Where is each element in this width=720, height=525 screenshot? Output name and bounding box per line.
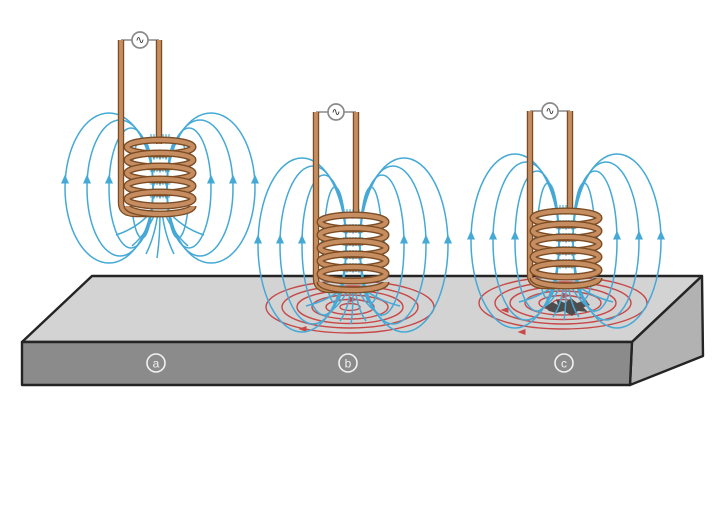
metal-slab [20, 274, 705, 387]
slab-front-face [20, 340, 634, 387]
panel-label-b: b [338, 353, 358, 373]
coil-unit-c [467, 102, 665, 329]
svg-text:a: a [153, 357, 160, 371]
coil-c [526, 111, 599, 290]
panel-label-a: a [146, 353, 166, 373]
coil-unit-b [254, 103, 452, 333]
ac-source-icon [131, 31, 149, 49]
panel-label-c: c [554, 353, 574, 373]
svg-text:b: b [345, 357, 352, 371]
coil-b [312, 112, 386, 294]
panel-labels: a b c [146, 353, 574, 373]
ac-source-icon [327, 103, 345, 121]
svg-text:c: c [561, 357, 567, 371]
coil-unit-a [61, 31, 259, 264]
coil-a [117, 40, 193, 218]
ac-source-icon [541, 102, 559, 120]
